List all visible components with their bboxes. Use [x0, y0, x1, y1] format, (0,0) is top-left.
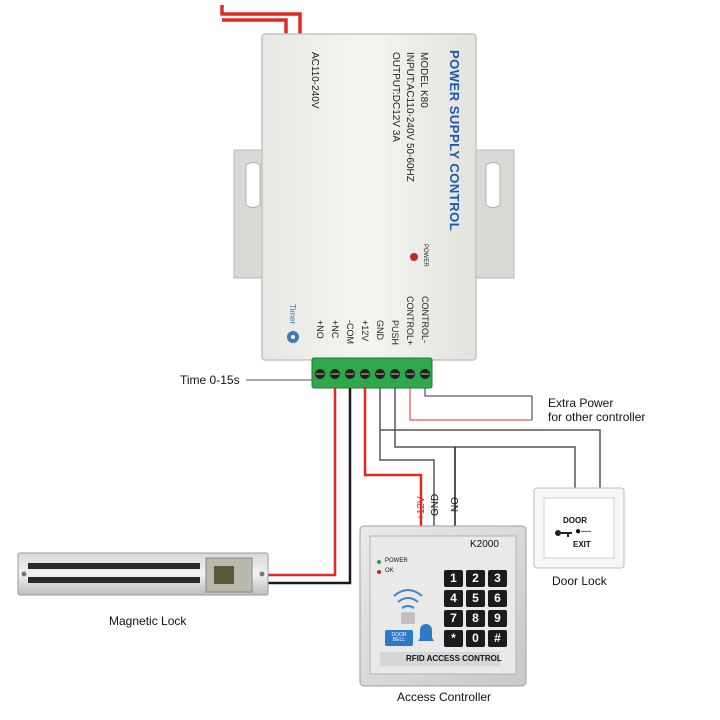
key-1[interactable]: 1 [444, 570, 463, 587]
psu-timer-label: Timer [288, 304, 297, 325]
terminal-label-control-minus: CONTROL- [420, 296, 430, 343]
psu-input: INPUT:AC110-240V 50-60HZ [404, 52, 415, 182]
door-exit-button-panel [533, 487, 625, 569]
wires [262, 388, 601, 585]
key-6[interactable]: 6 [488, 590, 507, 607]
controller-doorbell-label: DOOR BELL [391, 632, 407, 643]
terminal-label-no: +NO [315, 320, 325, 339]
extra-power-bracket [409, 388, 533, 421]
terminal-label-com: -COM [345, 320, 355, 344]
terminal-label-gnd: GND [375, 320, 385, 340]
key-5[interactable]: 5 [466, 590, 485, 607]
key-8[interactable]: 8 [466, 610, 485, 627]
key-4[interactable]: 4 [444, 590, 463, 607]
ac-input-wires [220, 5, 302, 38]
wire-label-gnd: GND [430, 493, 441, 516]
key-9[interactable]: 9 [488, 610, 507, 627]
key-star[interactable]: * [444, 630, 463, 647]
terminal-label-12v: +12V [360, 320, 370, 342]
wire-label-12v: +12V [416, 496, 427, 520]
terminal-label-control-plus: CONTROL+ [405, 296, 415, 346]
time-callout: Time 0-15s [180, 373, 240, 387]
exit-button-exit-text: EXIT [573, 540, 591, 549]
controller-ok-led-label: OK [385, 568, 394, 574]
terminal-block [311, 357, 433, 389]
magnetic-lock-body [17, 552, 269, 596]
exit-button-door-text: DOOR [563, 516, 587, 525]
extra-power-callout-line1: Extra Power [548, 396, 614, 410]
key-2[interactable]: 2 [466, 570, 485, 587]
psu-model: MODEL K80 [418, 52, 429, 108]
psu-title: POWER SUPPLY CONTROL [447, 50, 462, 232]
key-icon: ●— [575, 526, 592, 537]
controller-power-led-label: POWER [385, 558, 408, 564]
key-0[interactable]: 0 [466, 630, 485, 647]
access-controller-label: Access Controller [397, 690, 492, 704]
terminal-label-push: PUSH [390, 320, 400, 346]
key-hash[interactable]: # [488, 630, 507, 647]
terminal-label-nc: +NC [330, 320, 340, 339]
psu-output: OUTPUT:DC12V 3A [390, 52, 401, 143]
power-led-indicator [410, 253, 418, 261]
key-3[interactable]: 3 [488, 570, 507, 587]
magnetic-lock-label: Magnetic Lock [109, 614, 187, 628]
controller-model: K2000 [470, 539, 499, 550]
extra-power-callout-line2: for other controller [548, 410, 646, 424]
door-lock-label: Door Lock [552, 574, 607, 588]
controller-footer: RFID ACCESS CONTROL [406, 654, 502, 663]
key-7[interactable]: 7 [444, 610, 463, 627]
psu-ac-input: AC110-240V [309, 52, 320, 109]
wire-label-no: NO [450, 497, 461, 512]
psu-power-label: POWER [422, 244, 428, 267]
